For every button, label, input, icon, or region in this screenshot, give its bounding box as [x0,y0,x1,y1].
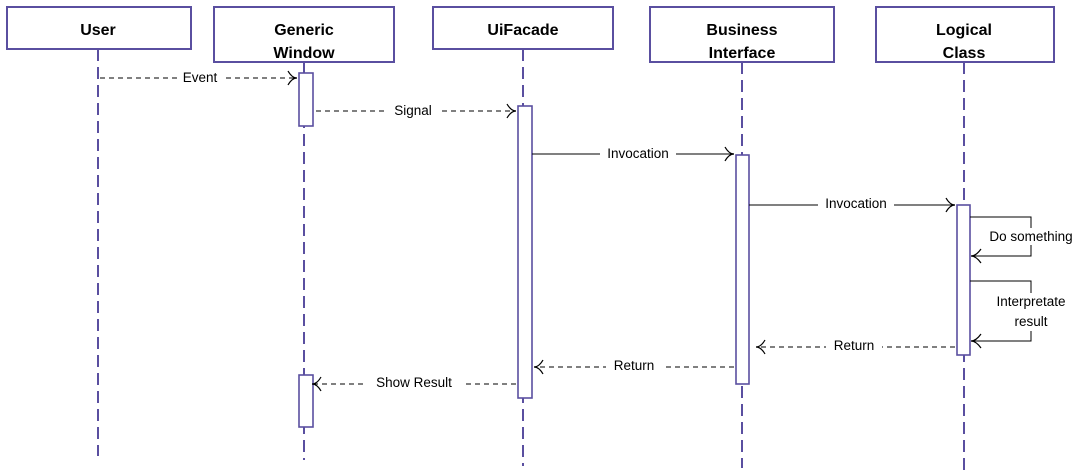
participant-user: User [6,6,192,50]
message-do-something-label: Do something [989,229,1072,244]
activation-generic-window-2 [298,374,314,428]
participant-ui-facade: UiFacade [432,6,614,50]
activation-logical-class [956,204,971,356]
participant-logical-class-label-line1: Logical [936,22,992,39]
message-return-1: Return [755,337,955,355]
participant-generic-window-label-line1: Generic [274,22,334,39]
message-invocation-1-label: Invocation [607,146,669,161]
participant-generic-window-label-line2: Window [273,45,335,62]
participant-ui-facade-label: UiFacade [487,22,558,39]
message-signal-label: Signal [394,103,432,118]
message-event-label: Event [183,70,218,85]
activation-generic-window-1 [298,72,314,127]
participant-business-interface-label-line2: Interface [709,45,776,62]
participant-logical-class: Logical Class [875,6,1055,63]
message-interpretate-result-label-line1: Interpretate [996,294,1065,309]
activation-business-interface [735,154,750,385]
message-return-2-label: Return [614,358,655,373]
message-do-something: Do something [970,216,1079,264]
message-signal: Signal [316,102,517,119]
message-show-result: Show Result [311,374,516,392]
message-invocation-2: Invocation [749,195,956,213]
message-event: Event [100,69,298,86]
message-invocation-2-label: Invocation [825,196,887,211]
message-show-result-label: Show Result [376,375,452,390]
activation-ui-facade [517,105,533,399]
message-interpretate-result-label-line2: result [1014,314,1047,329]
message-invocation-1: Invocation [532,145,735,162]
participant-logical-class-label-line2: Class [943,45,986,62]
participant-business-interface-label-line1: Business [706,22,777,39]
message-return-2: Return [533,357,734,375]
participant-generic-window: Generic Window [213,6,395,63]
participant-business-interface: Business Interface [649,6,835,63]
participant-user-label: User [80,22,116,39]
message-return-1-label: Return [834,338,875,353]
message-interpretate-result: Interpretate result [970,280,1072,349]
